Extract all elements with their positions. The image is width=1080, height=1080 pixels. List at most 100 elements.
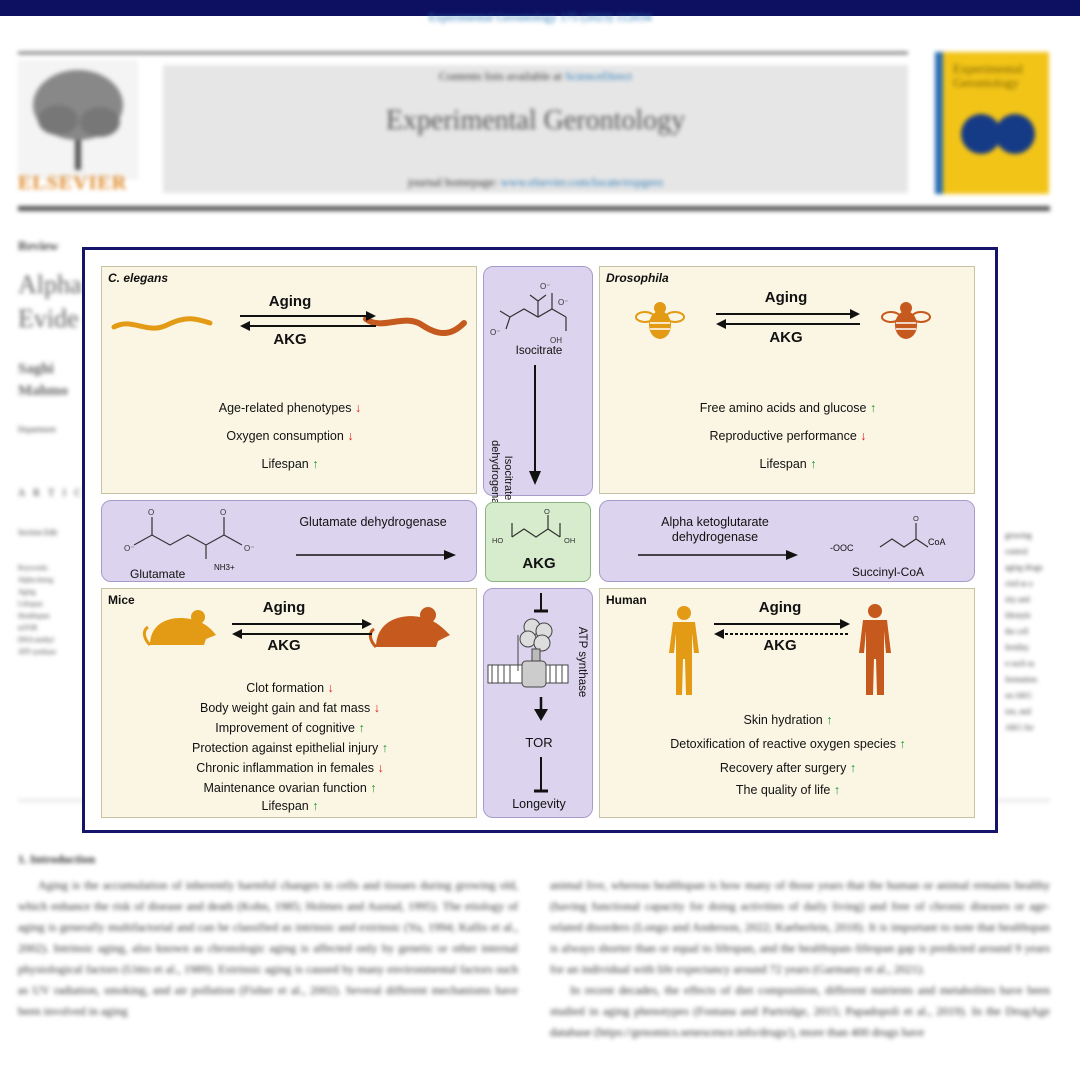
old-mouse-icon (368, 607, 450, 649)
journal-citation[interactable]: Experimental Gerontology 175 (2023) 1120… (428, 10, 652, 24)
svg-text:O⁻: O⁻ (490, 328, 500, 337)
bidirectional-arrows (232, 619, 372, 639)
panel-label: Drosophila (606, 271, 669, 285)
aging-label: Aging (268, 293, 312, 310)
coa-label: CoA (928, 537, 946, 547)
effect-text: Free amino acids and glucose (699, 401, 867, 415)
cover-graphic (961, 114, 1001, 154)
journal-masthead: Contents lists available at ScienceDirec… (163, 65, 908, 193)
up-arrow-icon: ↑ (370, 781, 377, 795)
effect-text: Age-related phenotypes (218, 401, 352, 415)
old-human-icon (859, 604, 891, 695)
keyword: Keywords: (18, 564, 49, 572)
old-fly-icon (881, 302, 931, 339)
contents-prefix: Contents lists available at (438, 69, 562, 83)
effect-item: Body weight gain and fat mass ↓ (102, 701, 478, 715)
masthead-rule (18, 206, 1050, 211)
cover-graphic (995, 114, 1035, 154)
up-arrow-icon: ↑ (899, 737, 906, 751)
effect-text: Improvement of cognitive (215, 721, 355, 735)
down-arrow-icon: ↓ (377, 761, 384, 775)
young-human-icon (669, 606, 699, 695)
svg-text:O: O (148, 508, 154, 517)
effect-item: Clot formation ↓ (102, 681, 478, 695)
section-heading: 1. Introduction (18, 852, 96, 866)
abstract-line: on AKG (1005, 691, 1032, 700)
inhibition-bar (534, 757, 548, 793)
glutamate-label: Glutamate (130, 567, 186, 581)
panel-c-elegans: C. elegans Aging AKG Age-related phenoty… (101, 266, 477, 494)
effect-text: Protection against epithelial injury (192, 741, 379, 755)
young-worm-icon (111, 316, 213, 331)
paragraph: animal live, whereas healthspan is how m… (550, 878, 1050, 976)
effect-item: Reproductive performance ↓ (600, 429, 976, 443)
article-title: Alpha Evide (18, 268, 82, 336)
abstract-fragment: growing control aging drugs cted as a ri… (1005, 528, 1053, 736)
panel-label: Mice (108, 593, 135, 607)
abstract-line: aging drugs (1005, 563, 1043, 572)
aging-label: Aging (262, 599, 306, 616)
akg-box: HO OH O AKG (485, 502, 591, 582)
homepage-link[interactable]: www.elsevier.com/locate/expgero (500, 175, 664, 189)
article-title-line: Alpha (18, 270, 82, 299)
keyword: Healthspan (18, 612, 50, 620)
effect-item: The quality of life ↑ (600, 783, 976, 797)
keyword: mTOR (18, 624, 38, 632)
tor-label: TOR (525, 735, 553, 750)
effect-item: Lifespan ↑ (102, 457, 478, 471)
effect-text: Detoxification of reactive oxygen specie… (670, 737, 897, 751)
effect-text: Body weight gain and fat mass (200, 701, 371, 715)
effect-item: Improvement of cognitive ↑ (102, 721, 478, 735)
keyword: Aging (18, 588, 36, 596)
down-arrow-icon: ↓ (327, 681, 334, 695)
up-arrow-icon: ↑ (810, 457, 817, 471)
akg-structure: HO OH O (492, 507, 575, 545)
elsevier-tree-logo (18, 60, 138, 180)
svg-text:O: O (544, 507, 550, 516)
author-line[interactable]: Mahmo (18, 383, 68, 399)
header-rule (18, 52, 908, 54)
effect-text: Lifespan (261, 799, 309, 813)
sciencedirect-link[interactable]: ScienceDirect (564, 69, 633, 83)
bottom-banner-bar (0, 0, 1080, 16)
journal-cover[interactable]: Experimental Gerontology (935, 52, 1049, 194)
down-arrow-icon: ↓ (347, 429, 354, 443)
akg-label: AKG (267, 637, 301, 654)
intro-paragraph-right: animal live, whereas healthspan is how m… (550, 875, 1050, 1043)
svg-text:OH: OH (564, 536, 575, 545)
panel-mice: Mice Aging AKG Clot formation ↓ Body wei… (101, 588, 477, 818)
up-arrow-icon: ↑ (833, 783, 841, 797)
svg-text:O: O (913, 514, 919, 523)
journal-title: Experimental Gerontology (385, 105, 686, 136)
abstract-line: n such as (1005, 659, 1035, 668)
cover-title: Experimental Gerontology (953, 61, 1024, 90)
isocitrate-box: O⁻ O⁻ O⁻ OH Isocitrate Isocitrate dehydr… (483, 266, 593, 516)
article-type: Review (18, 238, 59, 253)
effect-text: Reproductive performance (709, 429, 857, 443)
abstract-line: the cell (1005, 627, 1029, 636)
effect-item: Free amino acids and glucose ↑ (600, 401, 976, 415)
effect-text: Chronic inflammation in females (196, 761, 375, 775)
effect-item: Age-related phenotypes ↓ (102, 401, 478, 415)
effect-text: Maintenance ovarian function (203, 781, 367, 795)
abstract-line: fertility (1005, 643, 1029, 652)
section-editor-label: Section Edit (18, 528, 58, 537)
svg-text:O⁻: O⁻ (124, 544, 134, 553)
isocitrate-structure: O⁻ O⁻ O⁻ OH (490, 282, 568, 345)
svg-text:O: O (220, 508, 226, 517)
publisher-logo-text: ELSEVIER (18, 172, 128, 194)
author-line[interactable]: Saghi (18, 361, 54, 377)
up-arrow-icon: ↑ (826, 713, 833, 727)
effect-text: Lifespan (261, 457, 309, 471)
succinyl-coa-structure: O (879, 514, 929, 548)
article-info-heading: A R T I C (18, 488, 85, 499)
succinyl-coa-box: Alpha ketoglutarate dehydrogenase O -OOC… (599, 500, 975, 582)
abstract-line: rity and (1005, 595, 1030, 604)
affiliation: Department (18, 425, 56, 434)
effect-item: Skin hydration ↑ (600, 713, 976, 727)
down-arrow-icon: ↓ (373, 701, 380, 715)
effect-text: Lifespan (759, 457, 807, 471)
inhibition-bar (534, 593, 548, 613)
panel-human: Human Aging AKG Skin hydration ↑ Detoxif… (599, 588, 975, 818)
abstract-line: formation. (1005, 675, 1039, 684)
